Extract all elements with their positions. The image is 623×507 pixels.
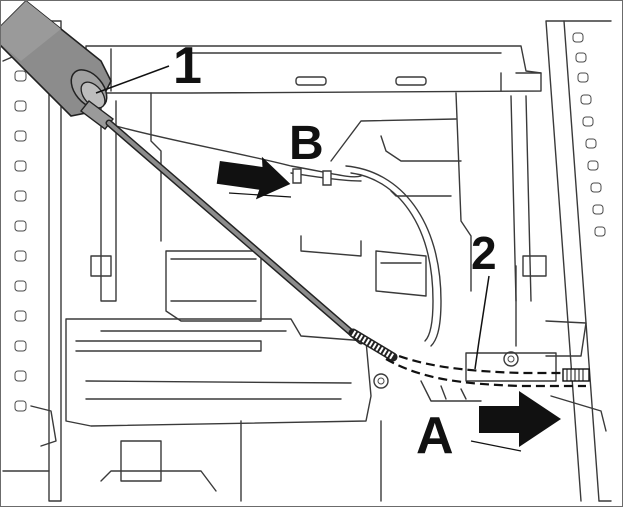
cable-path-dashed xyxy=(385,349,590,388)
wire-clip xyxy=(322,170,332,186)
callout-a: A xyxy=(416,407,454,465)
chassis-structure xyxy=(2,20,612,502)
callout-b: B xyxy=(289,117,324,170)
callout-1: 1 xyxy=(173,37,202,95)
wire-clip xyxy=(292,168,302,184)
bolt xyxy=(373,373,389,389)
wire-routing xyxy=(115,125,517,347)
direction-arrow-b xyxy=(216,156,292,200)
threaded-end xyxy=(562,368,590,382)
bolt xyxy=(503,351,519,367)
direction-arrow-a xyxy=(470,391,561,452)
leader-lines xyxy=(95,65,490,370)
right-rail-holes xyxy=(572,32,606,237)
callout-2: 2 xyxy=(471,227,497,279)
left-rail-holes xyxy=(14,70,27,412)
insertion-tool xyxy=(1,1,398,362)
